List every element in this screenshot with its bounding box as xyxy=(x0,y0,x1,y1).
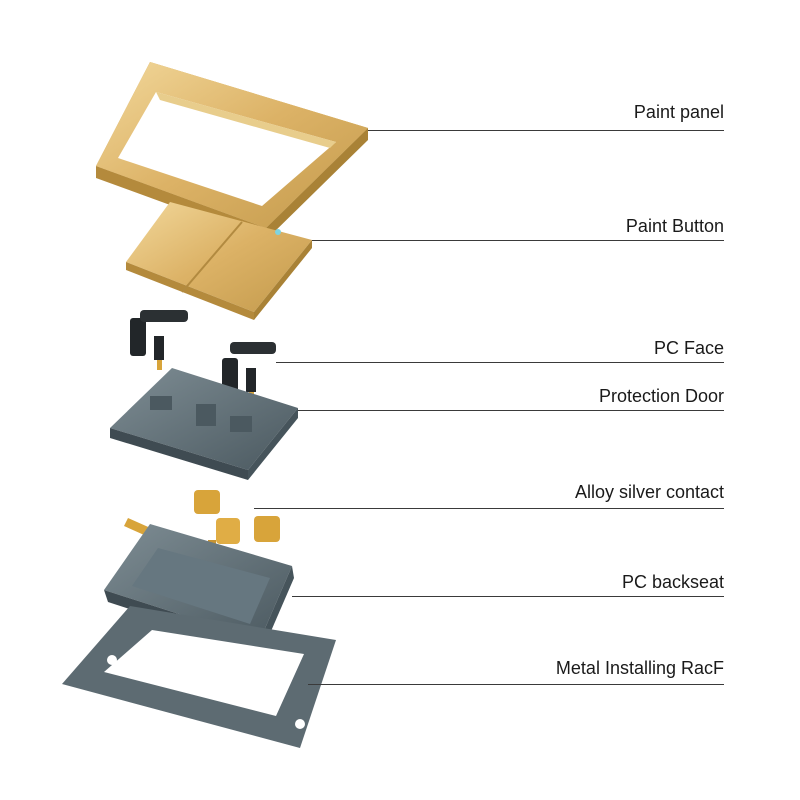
protection-door-leader xyxy=(298,410,724,411)
alloy-silver-contact-label: Alloy silver contact xyxy=(574,482,724,502)
pc-backseat-label: PC backseat xyxy=(621,572,724,592)
metal-installing-rack-label: Metal Installing RacF xyxy=(555,658,724,678)
paint-panel-leader xyxy=(368,130,724,131)
paint-panel-part xyxy=(96,62,368,240)
alloy-silver-contact-leader xyxy=(254,508,724,509)
protection-door-part xyxy=(110,368,298,480)
pc-face-label: PC Face xyxy=(653,338,724,358)
paint-button-part xyxy=(126,202,312,320)
paint-panel-label: Paint panel xyxy=(633,102,724,122)
pc-backseat-leader xyxy=(292,596,724,597)
metal-installing-rack-leader xyxy=(308,684,724,685)
paint-button-leader xyxy=(312,240,724,241)
pc-face-leader xyxy=(276,362,724,363)
protection-door-label: Protection Door xyxy=(598,386,724,406)
paint-button-label: Paint Button xyxy=(625,216,724,236)
metal-installing-rack-part xyxy=(62,606,336,748)
